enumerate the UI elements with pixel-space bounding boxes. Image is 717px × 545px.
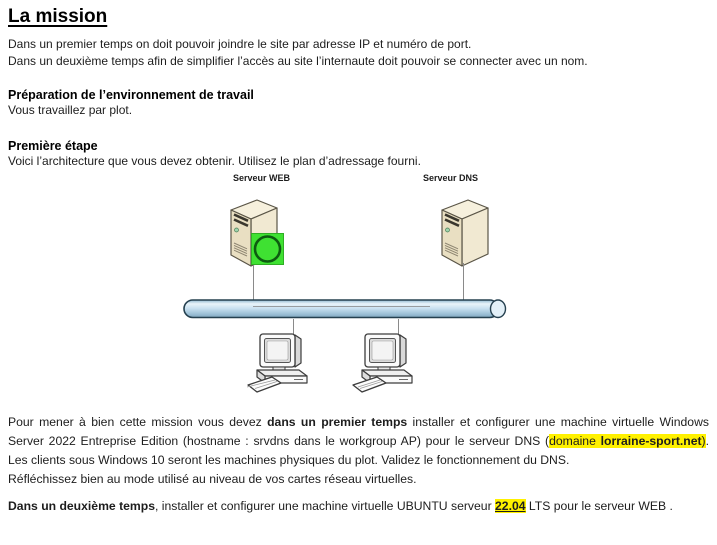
premiere-etape-body: Voici l’architecture que vous devez obte… [8,154,421,168]
heading-preparation: Préparation de l’environnement de travai… [8,88,254,102]
highlight-domaine: domaine [549,434,601,448]
p2-bold-deuxieme-temps: Dans un deuxième temps [8,499,155,513]
heading-premiere-etape: Première étape [8,139,98,153]
mission-paragraph-1: Pour mener à bien cette mission vous dev… [8,413,709,489]
highlight-ubuntu-version: 22.04 [495,499,526,513]
p1-text-1: Pour mener à bien cette mission vous dev… [8,415,268,429]
page-title: La mission [8,6,108,27]
p1-text-2: installer et configurer une machine virt… [8,415,709,448]
intro-line-2: Dans un deuxième temps afin de simplifie… [8,54,588,68]
p2-text-2: LTS pour le serveur WEB . [525,499,673,513]
network-bus-icon [183,299,507,319]
p2-text-1: , installer et configurer une machine vi… [154,499,496,513]
mission-paragraph-2: Dans un deuxième temps, installer et con… [8,497,709,516]
green-circle-marker-icon [251,233,284,265]
p1-bold-premier-temps: dans un premier temps [267,415,408,429]
document-page: La mission Dans un premier temps on doit… [8,6,709,516]
highlight-lorraine-sport-net: lorraine-sport.net [600,434,702,448]
connector-web-to-bus [253,265,254,305]
p1-reflexion-line: Réfléchissez bien au mode utilisé au niv… [8,472,417,486]
connector-bus-to-client2 [398,319,399,334]
preparation-body: Vous travaillez par plot. [8,103,133,117]
network-diagram: Serveur WEB Serveur DNS [8,170,709,413]
client-workstation-2-icon [352,333,413,393]
p1-text-3: . Les clients sous Windows 10 seront les… [8,434,709,467]
connector-dns-to-bus [463,263,464,305]
intro-line-1: Dans un premier temps on doit pouvoir jo… [8,37,472,51]
server-dns-label: Serveur DNS [423,173,479,183]
server-web-label: Serveur WEB [233,173,291,183]
server-dns-icon [441,199,489,267]
connector-bus-to-client1 [293,319,294,334]
client-workstation-1-icon [247,333,308,393]
highlight-close-paren: ) [701,434,706,448]
